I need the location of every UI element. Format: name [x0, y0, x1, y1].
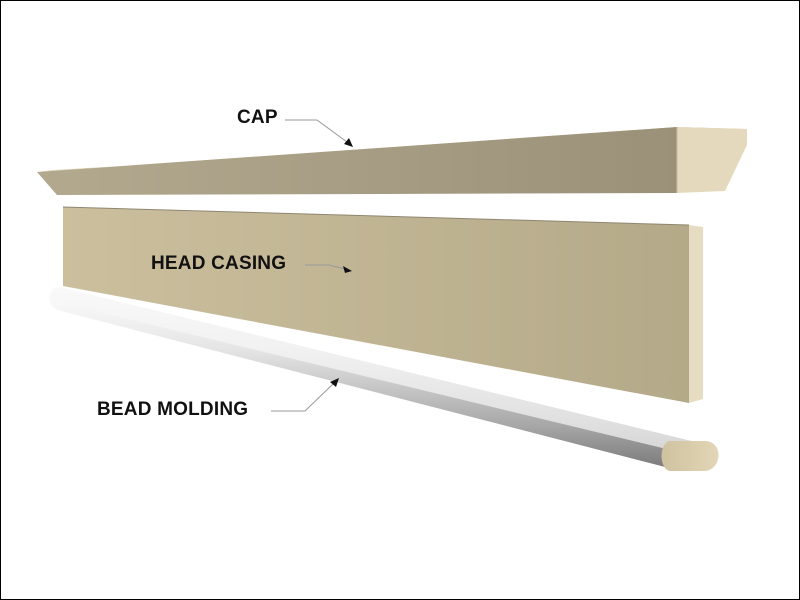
cap-front-face	[37, 127, 677, 195]
bead-molding-leader	[271, 378, 339, 412]
cap-end-face	[677, 127, 747, 193]
bead-molding-arrowhead	[330, 378, 339, 387]
cap-label: CAP	[237, 107, 278, 128]
head-casing-arrowhead	[343, 266, 352, 273]
head-casing-label: HEAD CASING	[151, 253, 287, 274]
cap-molding	[37, 127, 747, 195]
bead-molding-label: BEAD MOLDING	[97, 399, 249, 420]
head-casing-leader	[305, 264, 352, 273]
bead-molding-rod	[48, 287, 719, 471]
head-casing-front-face	[63, 207, 689, 403]
head-casing-end-edge	[689, 225, 703, 403]
cap-arrowhead	[344, 138, 353, 147]
head-casing-board	[62, 206, 703, 403]
cap-leader	[285, 119, 353, 147]
bead-molding-end	[661, 441, 719, 471]
